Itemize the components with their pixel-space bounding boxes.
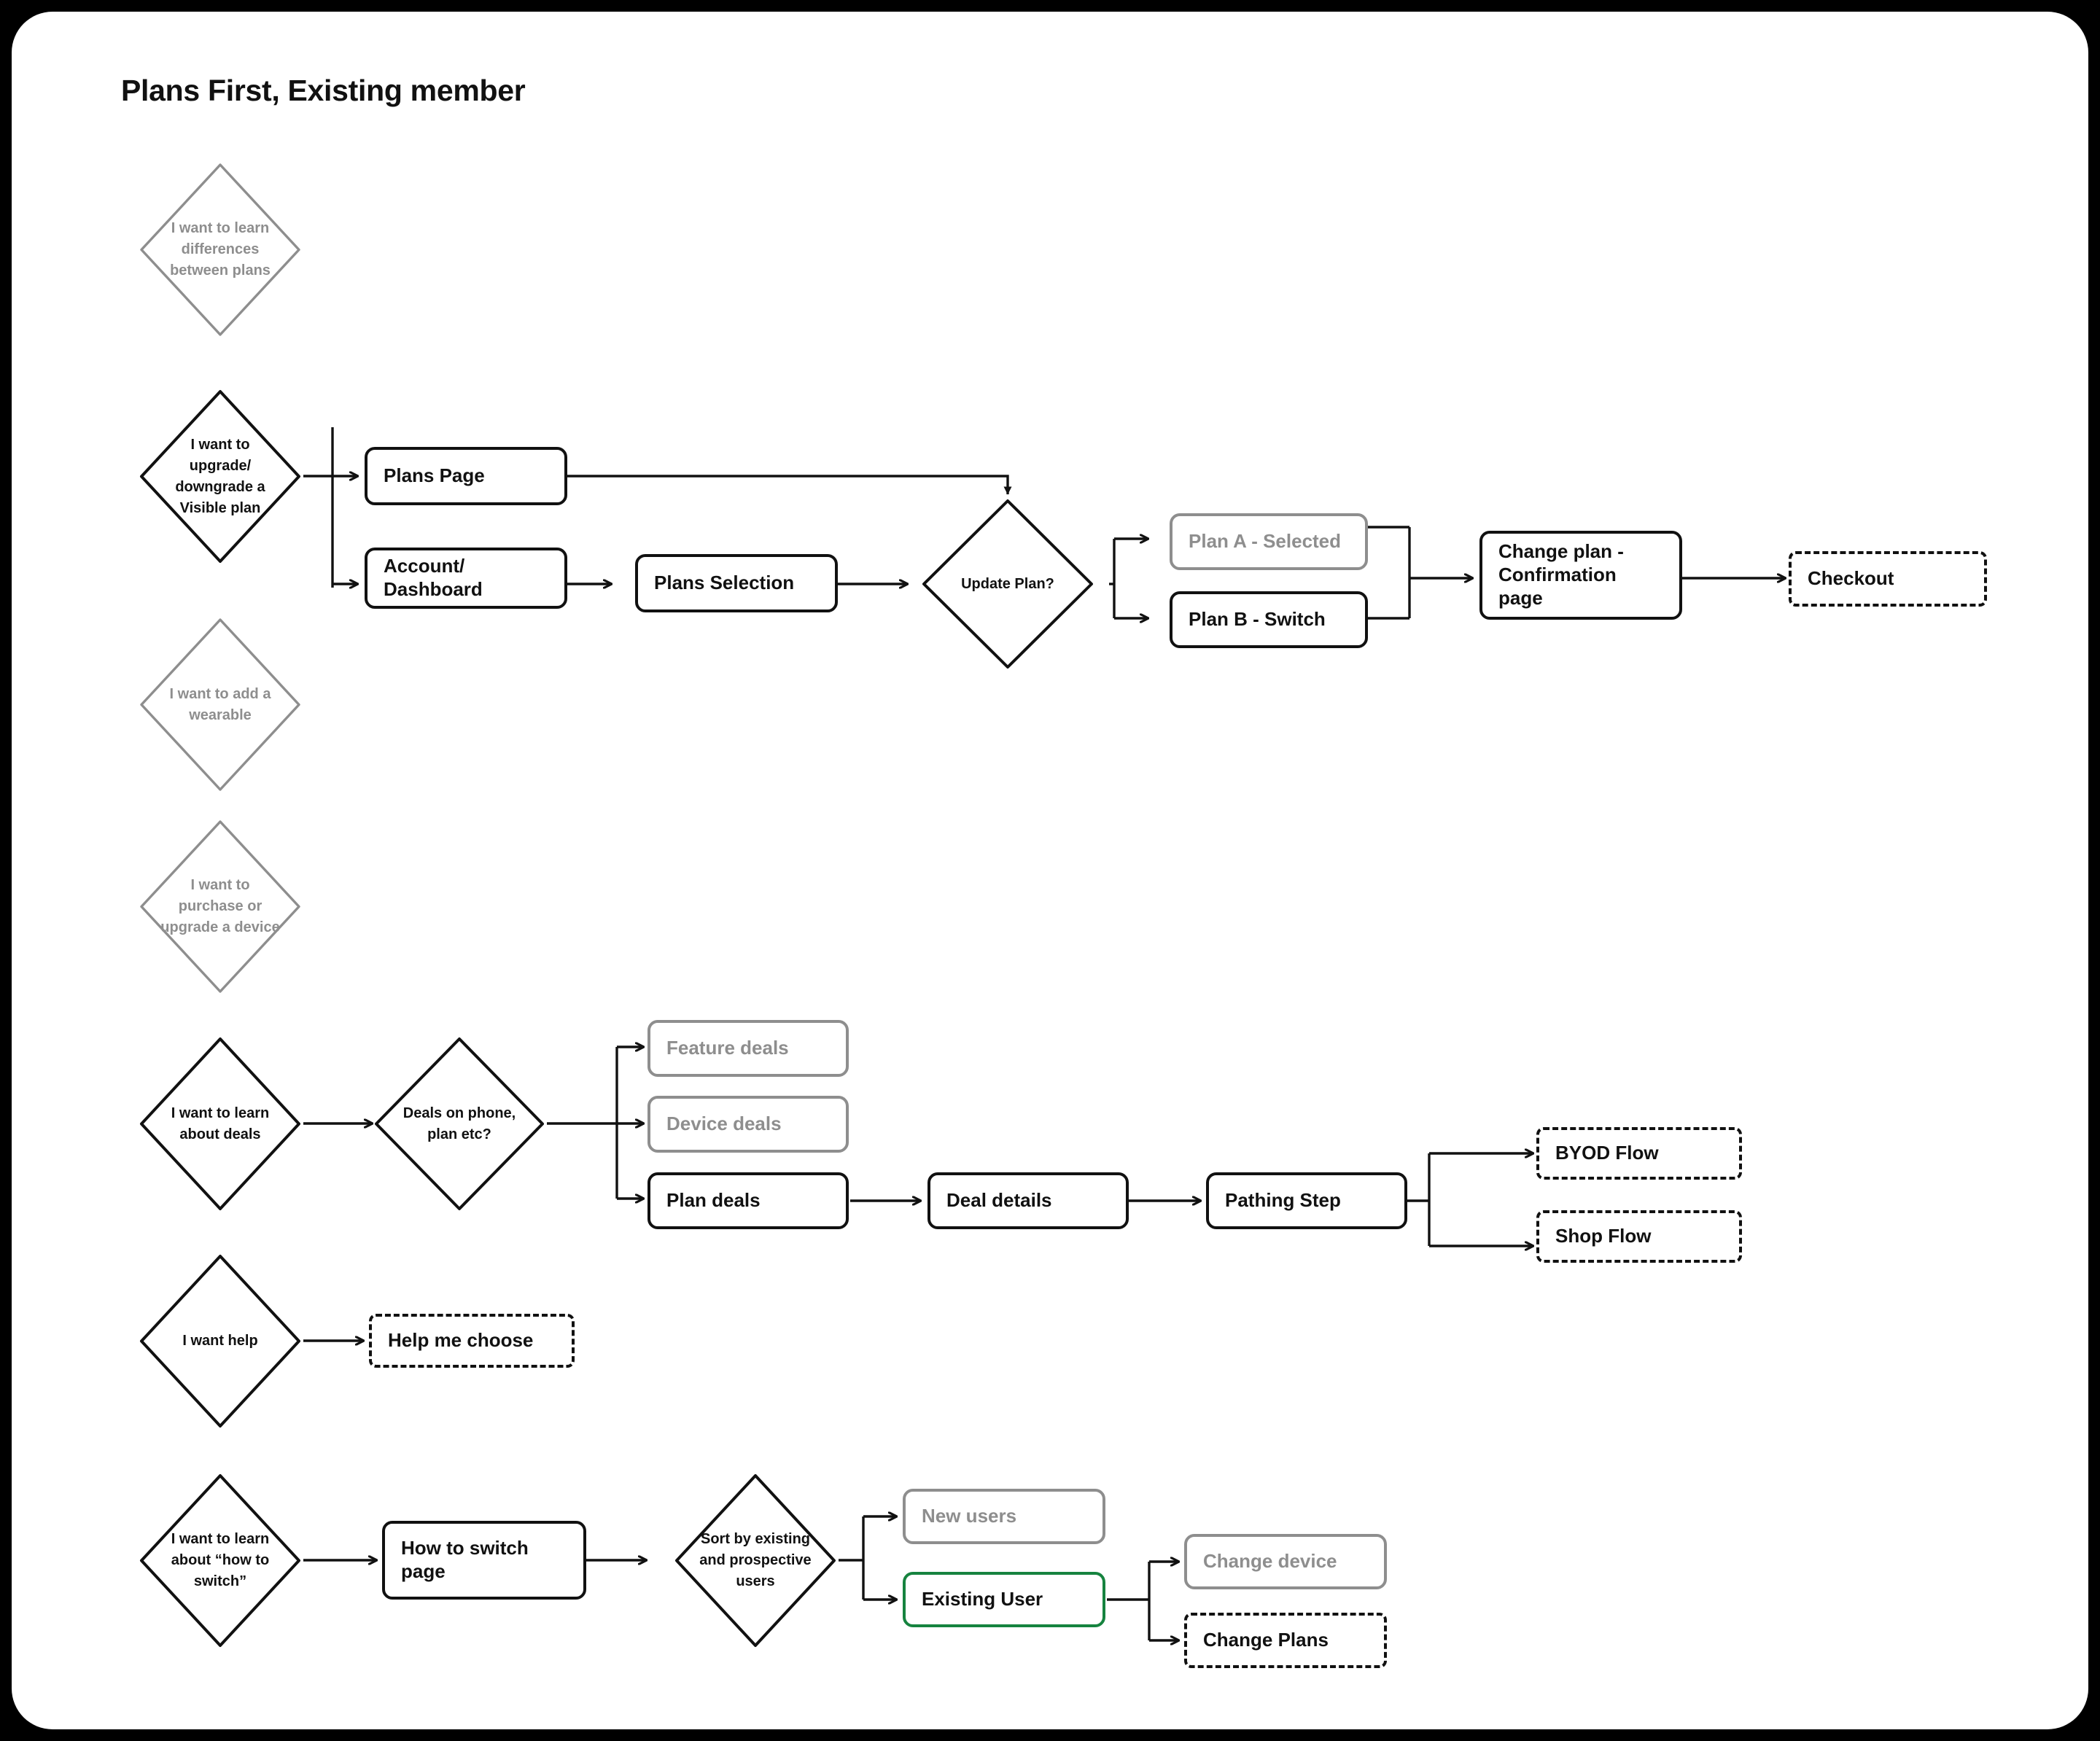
node-label: Plan deals — [666, 1189, 761, 1212]
node-change-device[interactable]: Change device — [1184, 1534, 1387, 1589]
node-change-plans[interactable]: Change Plans — [1184, 1613, 1387, 1668]
diagram-stage: Plans First, Existing member — [12, 12, 2088, 1729]
node-label: Pathing Step — [1225, 1189, 1341, 1212]
node-new-users[interactable]: New users — [903, 1489, 1105, 1544]
node-label: BYOD Flow — [1555, 1142, 1659, 1164]
decision-label: Sort by existing and prospective users — [699, 1531, 812, 1589]
diamond-shape — [140, 1255, 300, 1428]
decision-learn-differences[interactable]: I want to learn differences between plan… — [137, 160, 303, 339]
node-plan-b-switch[interactable]: Plan B - Switch — [1170, 591, 1368, 648]
node-label: Device deals — [666, 1113, 782, 1135]
diamond-shape — [140, 163, 300, 336]
node-label: Plans Selection — [654, 572, 795, 594]
decision-sort-users[interactable]: Sort by existing and prospective users — [672, 1471, 839, 1650]
decision-label: I want to add a wearable — [169, 685, 271, 723]
node-how-to-switch-page[interactable]: How to switch page — [382, 1521, 586, 1600]
node-label: Checkout — [1808, 567, 1894, 590]
node-label: New users — [922, 1505, 1017, 1527]
decision-label: I want to learn about “how to switch” — [171, 1531, 270, 1589]
node-label: Deal details — [946, 1189, 1052, 1212]
node-checkout[interactable]: Checkout — [1789, 551, 1987, 607]
decision-label: Deals on phone, plan etc? — [402, 1105, 516, 1142]
diamond-shape — [140, 1037, 300, 1210]
node-label: Help me choose — [388, 1329, 534, 1352]
node-label: Shop Flow — [1555, 1225, 1652, 1247]
decision-label: I want to learn about deals — [171, 1105, 270, 1142]
node-label: Existing User — [922, 1588, 1043, 1610]
decision-deal-type[interactable]: Deals on phone, plan etc? — [372, 1035, 547, 1213]
node-plan-a-selected[interactable]: Plan A - Selected — [1170, 513, 1368, 570]
decision-how-to-switch[interactable]: I want to learn about “how to switch” — [137, 1471, 303, 1650]
diamond-shape — [140, 820, 300, 993]
decision-label: Update Plan? — [961, 575, 1054, 592]
node-change-plan-confirmation[interactable]: Change plan - Confirmation page — [1479, 531, 1682, 620]
diamond-shape — [140, 1474, 300, 1647]
decision-label: I want to upgrade/ downgrade a Visible p… — [175, 436, 265, 516]
node-help-me-choose[interactable]: Help me choose — [369, 1314, 575, 1368]
page-title: Plans First, Existing member — [121, 74, 526, 107]
node-shop-flow[interactable]: Shop Flow — [1536, 1210, 1742, 1263]
node-existing-user[interactable]: Existing User — [903, 1572, 1105, 1627]
decision-label: I want to purchase or upgrade a device — [160, 877, 280, 935]
node-label: Account/ Dashboard — [384, 555, 483, 600]
node-label: Feature deals — [666, 1037, 789, 1059]
node-device-deals[interactable]: Device deals — [648, 1096, 849, 1153]
decision-i-want-help[interactable]: I want help — [137, 1252, 303, 1430]
diamond-shape — [140, 390, 300, 563]
node-feature-deals[interactable]: Feature deals — [648, 1020, 849, 1077]
diamond-shape — [375, 1037, 544, 1210]
node-deal-details[interactable]: Deal details — [928, 1172, 1129, 1229]
node-plans-selection[interactable]: Plans Selection — [635, 554, 838, 612]
node-label: Plan A - Selected — [1189, 530, 1342, 553]
diamond-shape — [922, 499, 1093, 669]
diamond-shape — [675, 1474, 836, 1647]
diamond-shape — [140, 618, 300, 791]
node-label: Change device — [1203, 1550, 1337, 1573]
node-account-dashboard[interactable]: Account/ Dashboard — [365, 548, 567, 609]
decision-add-wearable[interactable]: I want to add a wearable — [137, 615, 303, 794]
decision-learn-about-deals[interactable]: I want to learn about deals — [137, 1035, 303, 1213]
node-plans-page[interactable]: Plans Page — [365, 447, 567, 505]
node-plan-deals[interactable]: Plan deals — [648, 1172, 849, 1229]
node-label: Plan B - Switch — [1189, 608, 1326, 631]
node-pathing-step[interactable]: Pathing Step — [1206, 1172, 1407, 1229]
node-byod-flow[interactable]: BYOD Flow — [1536, 1127, 1742, 1180]
decision-upgrade-downgrade[interactable]: I want to upgrade/ downgrade a Visible p… — [137, 387, 303, 566]
connector-layer — [303, 427, 2088, 1729]
node-label: Change plan - Confirmation page — [1498, 540, 1624, 609]
decision-purchase-upgrade-device[interactable]: I want to purchase or upgrade a device — [137, 817, 303, 996]
node-label: Plans Page — [384, 464, 485, 487]
decision-label: I want to learn differences between plan… — [170, 220, 271, 279]
decision-update-plan[interactable]: Update Plan? — [920, 497, 1095, 671]
decision-label: I want help — [182, 1333, 258, 1349]
diagram-canvas: Plans First, Existing member — [12, 12, 2088, 1729]
node-label: Change Plans — [1203, 1629, 1329, 1651]
node-label: How to switch page — [401, 1537, 529, 1582]
